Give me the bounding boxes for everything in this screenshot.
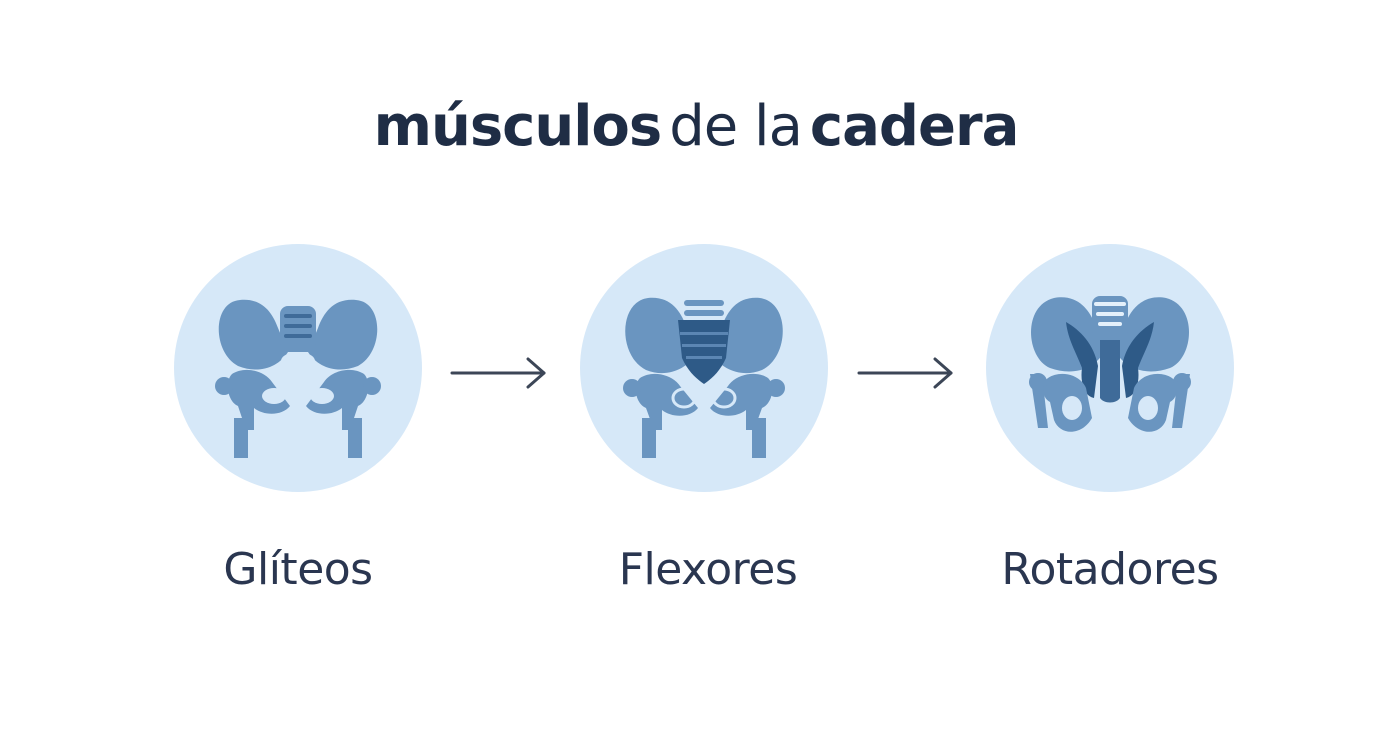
pelvis-flexores-icon	[623, 297, 785, 458]
step-circle-gluteos	[174, 244, 422, 492]
title-part-cadera: cadera	[809, 94, 1019, 159]
arrow-right-icon	[857, 357, 953, 389]
pelvis-gluteos-icon	[215, 299, 381, 458]
step-circle-flexores	[580, 244, 828, 492]
step-label-rotadores: Rotadores	[1001, 544, 1219, 595]
step-label-gluteos: Glíteos	[223, 544, 373, 595]
title-part-musculos: músculos	[373, 94, 663, 159]
arrow-right-icon	[450, 357, 546, 389]
pelvis-rotadores-icon	[1029, 296, 1191, 432]
step-label-flexores: Flexores	[618, 544, 798, 595]
title-part-de-la: de la	[669, 94, 803, 159]
step-circle-rotadores	[986, 244, 1234, 492]
